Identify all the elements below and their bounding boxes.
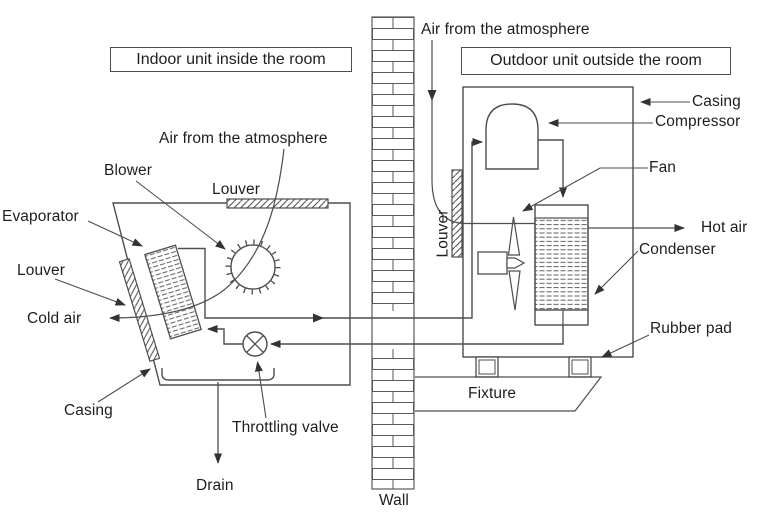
- label-casing-outdoor: Casing: [692, 93, 741, 110]
- rubber-pad-right: [568, 356, 592, 378]
- indoor-title-box: Indoor unit inside the room: [110, 47, 352, 72]
- condenser-coil: [534, 204, 589, 326]
- fan-assembly: [477, 216, 526, 311]
- label-blower: Blower: [104, 162, 152, 179]
- fan-blade-lower: [508, 270, 521, 311]
- blower-fan: [225, 239, 281, 295]
- label-condenser: Condenser: [639, 241, 716, 258]
- throttling-valve-symbol: [242, 331, 268, 357]
- rubber-pad-pointer: [601, 334, 650, 358]
- outdoor-air-down-arrow: [427, 90, 437, 101]
- indoor-air-flow-curve: [109, 148, 285, 322]
- return-pipe: [270, 325, 564, 348]
- rubber-pad-left: [475, 356, 499, 378]
- evaporator-coil: [144, 244, 202, 340]
- label-air-atmosphere-right: Air from the atmosphere: [421, 21, 590, 38]
- label-louver-left: Louver: [17, 262, 65, 279]
- valve-to-evaporator-pipe: [207, 325, 243, 345]
- throttling-valve-pointer: [254, 361, 267, 419]
- wall-bricks: [372, 17, 414, 489]
- indoor-louver-top: [226, 198, 329, 209]
- label-wall: Wall: [379, 492, 409, 509]
- label-casing-indoor: Casing: [64, 402, 113, 419]
- label-throttling-valve: Throttling valve: [232, 419, 339, 436]
- wall-outline: [371, 16, 415, 490]
- suction-pipe: [178, 138, 483, 319]
- outdoor-air-flow-line: [431, 40, 535, 225]
- label-louver-top: Louver: [212, 181, 260, 198]
- condenser-pointer: [594, 250, 639, 295]
- fan-motor: [477, 251, 508, 275]
- compressor-shape: [485, 103, 539, 170]
- label-louver-outdoor: Louver: [434, 209, 452, 258]
- label-compressor: Compressor: [655, 113, 741, 130]
- label-rubber-pad: Rubber pad: [650, 320, 733, 337]
- suction-pipe-arrow: [313, 313, 324, 323]
- outdoor-louver: [451, 169, 463, 258]
- drain-pan: [161, 368, 275, 381]
- label-hot-air: Hot air: [701, 219, 748, 236]
- discharge-pipe: [538, 139, 567, 198]
- label-cold-air: Cold air: [27, 310, 82, 327]
- fan-blade-upper: [507, 216, 521, 256]
- outdoor-casing-outline: [462, 86, 634, 358]
- wall-structure: [370, 16, 416, 490]
- label-drain: Drain: [196, 477, 234, 494]
- indoor-louver-left: [118, 258, 161, 362]
- casing-indoor-pointer: [97, 368, 151, 403]
- louver-left-pointer: [54, 278, 126, 306]
- evaporator-pointer: [87, 220, 143, 247]
- label-evaporator: Evaporator: [2, 208, 79, 225]
- label-fan: Fan: [649, 159, 677, 176]
- label-air-atmosphere-left: Air from the atmosphere: [159, 130, 328, 147]
- blower-pointer: [135, 180, 226, 250]
- outdoor-title-box: Outdoor unit outside the room: [461, 47, 731, 75]
- label-fixture: Fixture: [468, 385, 517, 402]
- fan-pointer: [522, 167, 648, 212]
- fixture-platform: [415, 376, 603, 412]
- blower-ticks: [225, 239, 281, 295]
- fan-hub-arrow: [506, 257, 526, 269]
